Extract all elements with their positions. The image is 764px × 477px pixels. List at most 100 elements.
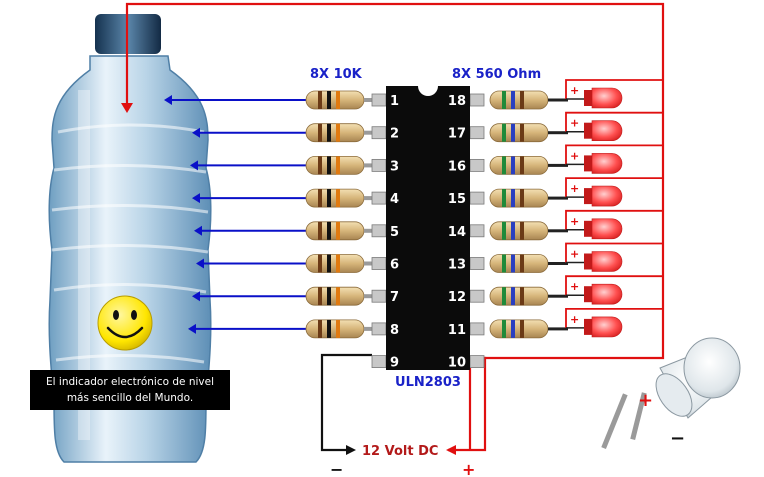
pin-number: 8 <box>390 323 399 338</box>
resistor-10k <box>305 155 365 175</box>
supply-arrow-icon <box>446 445 456 455</box>
resistor-lead <box>548 229 568 233</box>
supply-label: 12 Volt DC <box>362 444 438 459</box>
chip-pin-left <box>371 289 387 303</box>
pin-number: 1 <box>390 94 399 109</box>
water-bottle <box>48 14 212 463</box>
chip-pin-left <box>371 355 387 369</box>
sense-arrow-icon <box>192 291 200 302</box>
resistor-560 <box>489 254 549 273</box>
led-polarity-mark: + <box>570 84 579 97</box>
resistor-lead <box>548 131 568 135</box>
pin-number: 7 <box>390 290 399 305</box>
led-array: ++++++++ <box>570 84 623 338</box>
resistor-10k <box>305 221 365 241</box>
red-led-icon: + <box>570 149 623 174</box>
resistor-560 <box>489 90 549 110</box>
resistors-right-label: 8X 560 Ohm <box>452 67 541 82</box>
resistor-lead <box>364 196 372 201</box>
pin-number: 18 <box>448 94 466 109</box>
chip-pin-left <box>371 93 387 107</box>
resistor-lead <box>364 261 372 266</box>
resistor-10k <box>305 188 365 208</box>
chip-pin-right <box>469 289 485 303</box>
led-supply-wire <box>565 111 663 132</box>
caption-box: El indicador electrónico de nivel más se… <box>30 370 230 410</box>
resistor-10k <box>305 90 365 110</box>
resistor-560 <box>489 286 549 306</box>
resistor-560 <box>489 188 549 208</box>
pin-number: 6 <box>390 258 399 273</box>
resistor-lead <box>548 262 568 265</box>
led-supply-wire <box>565 144 663 165</box>
resistor-lead <box>364 326 372 331</box>
chip-pin-left <box>371 191 387 205</box>
caption-line-1: El indicador electrónico de nivel <box>46 376 214 388</box>
pin-number: 10 <box>448 356 466 371</box>
sense-arrow-icon <box>196 258 204 269</box>
chip-pin-right <box>469 158 485 172</box>
resistor-lead <box>548 163 568 167</box>
led-minus-label: − <box>670 428 685 449</box>
resistor-lead <box>548 294 568 298</box>
sense-arrow-icon <box>164 95 172 105</box>
led-supply-wire <box>565 177 663 198</box>
caption-line-2: más sencillo del Mundo. <box>67 392 193 404</box>
chip-pin-left <box>371 126 387 140</box>
resistor-bank-560 <box>489 90 568 339</box>
resistor-560 <box>489 319 549 339</box>
led-polarity-mark: + <box>570 313 579 326</box>
chip-pins-right <box>469 93 485 369</box>
chip-pin-left <box>371 158 387 172</box>
resistor-lead <box>548 98 568 102</box>
sense-arrow-icon <box>192 193 200 204</box>
sense-arrow-icon <box>190 160 198 171</box>
chip-notch <box>418 86 438 96</box>
supply-arrow-icon <box>121 103 133 113</box>
resistor-560 <box>489 221 549 241</box>
resistor-lead <box>364 228 372 233</box>
resistor-560 <box>489 155 549 175</box>
chip-pin-left <box>371 224 387 238</box>
pin-number: 13 <box>448 258 466 273</box>
resistor-10k <box>305 123 365 143</box>
pin-number: 4 <box>390 192 399 207</box>
resistor-lead <box>548 327 568 331</box>
resistor-lead <box>364 98 372 102</box>
red-led-icon: + <box>570 215 623 240</box>
chip-name-label: ULN2803 <box>395 375 461 390</box>
red-led-icon: + <box>570 280 623 305</box>
led-polarity-mark: + <box>570 117 579 130</box>
led-polarity-mark: + <box>570 280 579 293</box>
chip-pin-right <box>469 257 485 270</box>
resistor-lead <box>364 294 372 299</box>
pin-number: 14 <box>448 225 466 240</box>
red-led-icon: + <box>570 84 623 109</box>
pin-number: 5 <box>390 225 399 240</box>
sense-arrow-icon <box>192 127 200 138</box>
supply-plus-label: + <box>462 460 475 477</box>
chip-pin-right <box>469 126 485 140</box>
resistor-lead <box>548 196 568 200</box>
ground-arrow-icon <box>346 445 356 455</box>
resistor-10k <box>305 286 365 306</box>
led-wires <box>565 79 663 329</box>
sense-arrow-icon <box>188 323 196 334</box>
led-supply-wire <box>565 307 663 328</box>
pin-number: 9 <box>390 356 399 371</box>
led-supply-wire <box>565 209 663 230</box>
resistor-10k <box>305 319 365 339</box>
supply-minus-label: − <box>330 460 343 477</box>
led-polarity-mark: + <box>570 215 579 228</box>
pin-number: 3 <box>390 159 399 174</box>
reference-led-icon <box>601 337 741 450</box>
pin-number: 12 <box>448 290 466 305</box>
smiley-icon <box>97 295 153 351</box>
led-polarity-mark: + <box>570 248 579 261</box>
resistor-bank-10k <box>305 90 372 339</box>
chip-pin-right <box>469 322 485 336</box>
led-supply-wire <box>565 275 663 296</box>
